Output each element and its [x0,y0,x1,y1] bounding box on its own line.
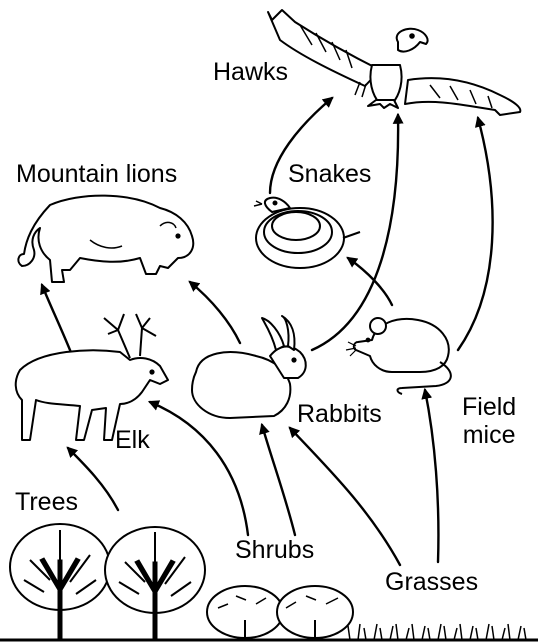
arrow-field-mice-to-hawks [458,118,493,350]
arrow-field-mice-to-snakes [348,258,392,305]
label-shrubs: Shrubs [235,536,314,564]
shrubs-drawing [207,586,353,640]
field-mouse-drawing [346,318,451,394]
tree-right [105,527,205,640]
trees-drawing [10,524,205,640]
arrow-grasses-to-field-mice [425,390,438,562]
arrow-elk-to-mountain-lions [42,285,72,355]
label-grasses: Grasses [385,568,478,596]
label-field-mice: Field mice [462,393,516,449]
label-field-mice-line2: mice [462,421,516,449]
label-hawks: Hawks [213,58,288,86]
elk-drawing [16,314,168,440]
rabbit-drawing [192,316,306,418]
label-snakes: Snakes [288,160,371,188]
label-field-mice-line1: Field [462,393,516,421]
grasses-drawing [348,624,526,640]
arrow-shrubs-to-elk [150,402,248,535]
tree-left [10,524,110,640]
label-trees: Trees [15,488,78,516]
arrow-shrubs-to-rabbits [262,425,295,535]
arrow-rabbits-to-mountain-lions [190,282,240,343]
label-mountain-lions: Mountain lions [16,160,177,188]
label-rabbits: Rabbits [297,400,382,428]
snake-drawing [254,198,360,268]
hawk-drawing [268,10,520,115]
label-elk: Elk [115,426,150,454]
mountain-lion-drawing [18,196,193,282]
